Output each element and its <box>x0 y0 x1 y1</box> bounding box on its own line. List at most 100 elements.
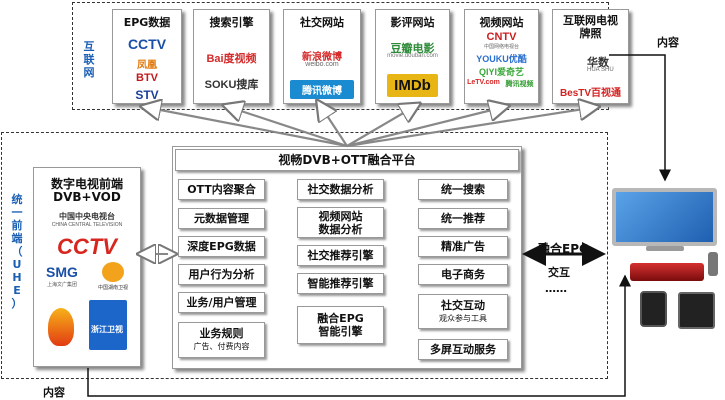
panel-title: 视频网站 <box>479 16 524 29</box>
module-label: 数据分析 <box>318 222 363 236</box>
module-sublabel: 观众参与工具 <box>439 313 487 323</box>
module-label: 元数据管理 <box>194 212 249 225</box>
module-e-commerce: 电子商务 <box>418 264 508 285</box>
tv-icon <box>612 188 717 246</box>
phoenix-logo: 凤凰 <box>137 60 157 71</box>
panel-title: EPG数据 <box>123 16 171 29</box>
tencent-weibo-logo: 腾讯微博 <box>290 80 354 99</box>
module-sublabel: 广告、付费内容 <box>193 342 250 351</box>
module-label: 智能引擎 <box>318 325 363 338</box>
module-label: 社交推荐引擎 <box>307 249 374 262</box>
content-label-right: 内容 <box>657 36 679 49</box>
module-label: OTT内容聚合 <box>187 183 256 196</box>
uhe-char: 统 <box>11 193 23 206</box>
uhe-char: 一 <box>11 206 23 219</box>
bestv-logo: BesTV百视通 <box>559 88 622 99</box>
letv-logo: LeTV.com <box>467 79 500 86</box>
set-top-box-icon <box>630 263 704 281</box>
ellipsis-label: …… <box>545 282 567 295</box>
cctv-big-logo: CCTV <box>57 234 117 259</box>
douban-movie-logo: 豆瓣电影 <box>390 43 435 55</box>
frontend-subtitle: DVB+VOD <box>53 190 121 204</box>
smartphone-icon <box>640 291 667 327</box>
imdb-logo: IMDb <box>387 74 438 97</box>
module-business-rules: 业务规则 广告、付费内容 <box>178 322 265 358</box>
platform-title-text: 视畅DVB+OTT融合平台 <box>278 152 416 167</box>
interaction-label: 交互 <box>548 266 570 279</box>
iqiyi-logo: QIYI爱奇艺 <box>478 67 524 77</box>
panel-title: 搜索引擎 <box>209 16 254 29</box>
module-social-interaction: 社交互动 观众参与工具 <box>418 294 508 329</box>
module-label: 融合EPG <box>317 312 364 325</box>
module-social-data-analysis: 社交数据分析 <box>297 179 384 200</box>
smg-logo: SMG <box>46 264 78 280</box>
hunan-tv-logo: 中国湖南卫视 <box>97 285 128 291</box>
content-arrow-bottom <box>87 274 631 397</box>
module-ott-aggregation: OTT内容聚合 <box>178 179 265 200</box>
module-label: 多屏互动服务 <box>430 343 496 356</box>
uhe-label: 统 一 前 端 （ U H E ） <box>10 193 24 310</box>
module-label: 统一搜索 <box>441 183 485 196</box>
cntv-subtitle: 中国网络电视台 <box>483 44 519 50</box>
module-social-recommendation-engine: 社交推荐引擎 <box>297 245 384 266</box>
baidu-video-logo: Bai度视频 <box>206 53 257 65</box>
module-label: 用户行为分析 <box>188 268 255 281</box>
uhe-char: H <box>12 271 22 284</box>
huashu-sub: HUA SHU <box>587 67 614 73</box>
module-unified-search: 统一搜索 <box>418 179 508 200</box>
module-service-user-management: 业务/用户管理 <box>178 292 265 313</box>
remote-control-icon <box>708 252 718 276</box>
module-label: 视频网站 <box>318 209 363 223</box>
soku-logo: SOKU搜库 <box>204 79 259 91</box>
flame-logo-icon <box>48 308 74 346</box>
btv-logo: BTV <box>136 72 158 84</box>
zhejiang-tv-label: 浙江卫视 <box>91 325 123 334</box>
module-metadata-management: 元数据管理 <box>178 208 265 229</box>
module-fusion-epg-engine: 融合EPG 智能引擎 <box>297 306 384 344</box>
module-label: 社交数据分析 <box>307 183 374 196</box>
module-multiscreen-service: 多屏互动服务 <box>418 339 508 360</box>
module-label: 社交互动 <box>441 298 485 312</box>
module-label: 业务规则 <box>199 327 244 340</box>
panel-review-sites: 影评网站 豆瓣电影 movie.douban.com IMDb <box>375 9 450 104</box>
douban-url: movie.douban.com <box>387 53 438 59</box>
weibo-url: weibo.com <box>305 61 339 68</box>
module-targeted-advertising: 精准广告 <box>418 236 508 257</box>
youku-logo: YOUKU优酷 <box>476 54 527 64</box>
tablet-icon <box>678 292 715 329</box>
module-label: 统一推荐 <box>441 212 485 225</box>
panel-title: 影评网站 <box>390 16 435 29</box>
uhe-char: 端 <box>11 232 23 245</box>
module-smart-recommendation-engine: 智能推荐引擎 <box>297 273 384 294</box>
hunan-tv-icon <box>102 262 124 282</box>
module-user-behavior-analysis: 用户行为分析 <box>178 264 265 285</box>
module-label: 精准广告 <box>441 240 485 253</box>
module-video-site-data-analysis: 视频网站 数据分析 <box>297 207 384 238</box>
tv-stand-icon <box>646 246 684 251</box>
module-unified-recommendation: 统一推荐 <box>418 208 508 229</box>
cntv-logo: CNTV <box>486 31 517 43</box>
content-arrow-right <box>609 54 671 182</box>
content-label-bottom: 内容 <box>43 386 65 399</box>
module-label: 深度EPG数据 <box>187 240 256 253</box>
platform-title: 视畅DVB+OTT融合平台 <box>175 149 519 171</box>
uhe-char: ） <box>11 297 23 310</box>
cctv-cn-logo: 中国中央电视台 <box>59 212 115 221</box>
module-label: 电子商务 <box>441 268 485 281</box>
smg-sub: 上海文广集团 <box>46 282 77 288</box>
internet-to-platform-arrows <box>150 108 590 148</box>
module-deep-epg-data: 深度EPG数据 <box>178 236 265 257</box>
cctv-en-logo: CHINA CENTRAL TELEVISION <box>51 222 123 228</box>
panel-social-sites: 社交网站 新浪微博 weibo.com 腾讯微博 <box>283 9 361 104</box>
tencent-video-logo: 腾讯视频 <box>505 81 534 88</box>
panel-title: 社交网站 <box>300 16 344 29</box>
frontend-title: 数字电视前端 <box>50 177 123 191</box>
dtv-frontend-panel: 数字电视前端 DVB+VOD 中国中央电视台 CHINA CENTRAL TEL… <box>33 167 141 367</box>
internet-label: 互联网 <box>83 40 95 79</box>
zhejiang-tv-badge <box>89 300 127 350</box>
module-label: 业务/用户管理 <box>186 296 257 309</box>
uhe-char: U <box>12 258 22 271</box>
uhe-char: E <box>13 284 21 297</box>
cctv-logo: CCTV <box>127 36 167 52</box>
